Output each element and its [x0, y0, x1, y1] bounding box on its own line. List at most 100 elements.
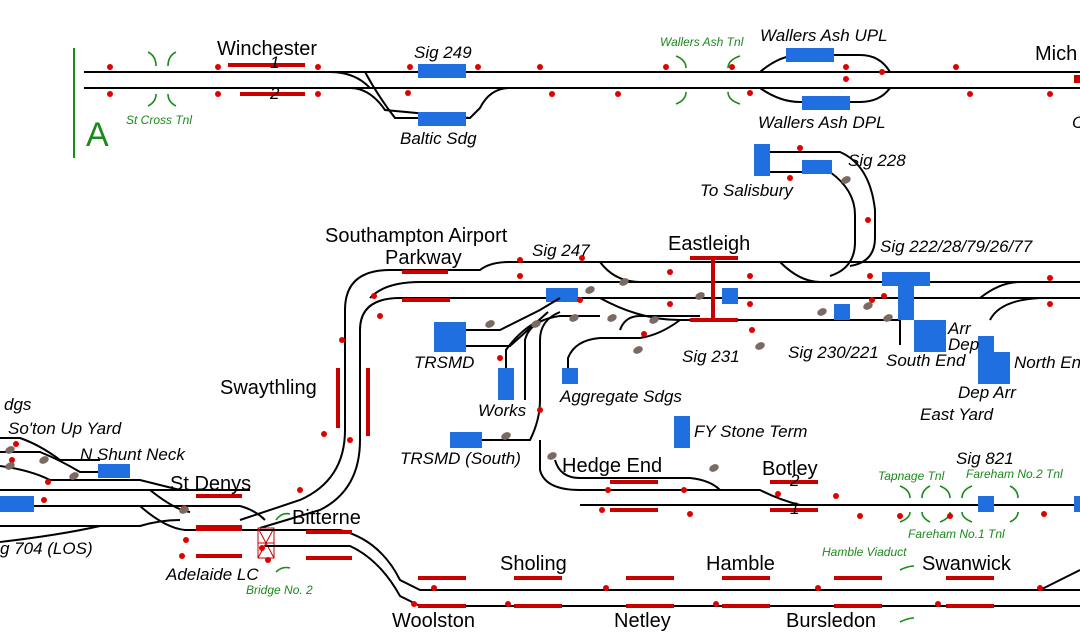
top-main-lines: [84, 54, 1080, 119]
works-block: [498, 368, 514, 400]
signal-dot: [45, 479, 51, 485]
signal-dot: [935, 601, 941, 607]
signal-dot: [667, 301, 673, 307]
train-marker: [863, 302, 873, 310]
cut-label: C: [1072, 113, 1080, 132]
signal-dot: [833, 493, 839, 499]
wallers-dpl-label: Wallers Ash DPL: [758, 113, 886, 132]
signal-dot: [265, 557, 271, 563]
trsmd-label: TRSMD: [414, 353, 474, 372]
signal-dot: [843, 76, 849, 82]
hamble-viaduct-mark: [899, 565, 915, 571]
winchester-platform-1-num: 1: [270, 53, 279, 72]
botley-platform-1-num: 1: [790, 499, 799, 518]
signal-dot: [747, 301, 753, 307]
signal-dot: [687, 511, 693, 517]
train-marker: [619, 278, 629, 286]
signal-dot: [947, 513, 953, 519]
train-marker: [39, 456, 49, 464]
works-label: Works: [478, 401, 527, 420]
signal-dot: [713, 601, 719, 607]
signal-dot: [183, 537, 189, 543]
signal-dot: [577, 297, 583, 303]
signal-dot: [549, 91, 555, 97]
swanwick-label: Swanwick: [922, 553, 1012, 575]
fy-stone-block: [674, 416, 690, 448]
signal-dot: [1047, 91, 1053, 97]
train-marker: [547, 452, 557, 460]
train-marker: [485, 320, 495, 328]
train-marker: [649, 316, 659, 324]
signal-dot: [1041, 511, 1047, 517]
bridge2-label: Bridge No. 2: [246, 583, 313, 597]
sig247-block: [546, 288, 578, 302]
signal-dot: [815, 585, 821, 591]
bitterne-bridge-mark: [275, 512, 291, 521]
signal-dot: [497, 355, 503, 361]
dep-arr-block: [978, 336, 994, 384]
signal-dot: [1047, 275, 1053, 281]
south-end-label: South End: [886, 351, 966, 370]
fareham1-tnl-label: Fareham No.1 Tnl: [908, 527, 1005, 541]
signal-dot: [881, 293, 887, 299]
signal-dot: [107, 91, 113, 97]
sig249-block: [418, 64, 466, 78]
fareham2-tnl-label: Fareham No.2 Tnl: [966, 467, 1063, 481]
eastleigh-block: [722, 288, 738, 304]
signal-dot: [259, 545, 265, 551]
sig704-label: g 704 (LOS): [0, 539, 93, 558]
bursledon-mark: [899, 617, 915, 623]
sig249-label: Sig 249: [414, 43, 472, 62]
sig247-label: Sig 247: [532, 241, 590, 260]
signal-dot: [599, 507, 605, 513]
train-marker: [531, 320, 541, 328]
dep-label: Dep: [948, 335, 979, 354]
st-denys-label: St Denys: [170, 473, 251, 495]
signal-dot: [13, 441, 19, 447]
train-marker: [5, 446, 15, 454]
signal-dot: [315, 91, 321, 97]
woolston-label: Woolston: [392, 610, 475, 632]
signal-dot: [537, 64, 543, 70]
wallers-ash-tnl-label: Wallers Ash Tnl: [660, 35, 744, 49]
sig228-label: Sig 228: [848, 151, 906, 170]
soton-yard-lines: [0, 437, 266, 543]
signal-dot: [517, 273, 523, 279]
south-end-block: [914, 320, 946, 352]
wallers-upl-block: [786, 48, 834, 62]
bridge2-mark: [275, 566, 291, 573]
signal-dot: [517, 257, 523, 263]
signal-dot: [107, 64, 113, 70]
fareham-tunnels: [899, 485, 1019, 523]
signal-dot: [797, 145, 803, 151]
signal-dot: [1047, 301, 1053, 307]
trsmd-south-label: TRSMD (South): [400, 449, 521, 468]
signal-dot: [579, 255, 585, 261]
mich-platform-stub: [1074, 75, 1080, 83]
soton-up-yard-label: So'ton Up Yard: [8, 419, 122, 438]
signal-dot: [867, 273, 873, 279]
train-marker: [69, 472, 79, 480]
trsmd-south-block: [450, 432, 482, 448]
signal-dot: [347, 437, 353, 443]
signal-dot: [747, 90, 753, 96]
train-marker: [841, 176, 851, 184]
east-edge-block: [1074, 496, 1080, 512]
signal-dot: [431, 585, 437, 591]
signal-dot: [663, 64, 669, 70]
winchester-label: Winchester: [217, 38, 317, 60]
signal-dot: [407, 64, 413, 70]
bitterne-label: Bitterne: [292, 507, 361, 529]
signal-dot: [681, 487, 687, 493]
wallers-upl-label: Wallers Ash UPL: [760, 26, 888, 45]
tapnage-tnl-label: Tapnage Tnl: [878, 469, 945, 483]
signal-dot: [505, 601, 511, 607]
sig821-label: Sig 821: [956, 449, 1014, 468]
sig821-block: [978, 496, 994, 512]
train-marker: [755, 342, 765, 350]
signal-dot: [747, 273, 753, 279]
bursledon-label: Bursledon: [786, 610, 876, 632]
signal-dot: [843, 64, 849, 70]
baltic-sdg-label: Baltic Sdg: [400, 129, 477, 148]
sig230-label: Sig 230/221: [788, 343, 879, 362]
